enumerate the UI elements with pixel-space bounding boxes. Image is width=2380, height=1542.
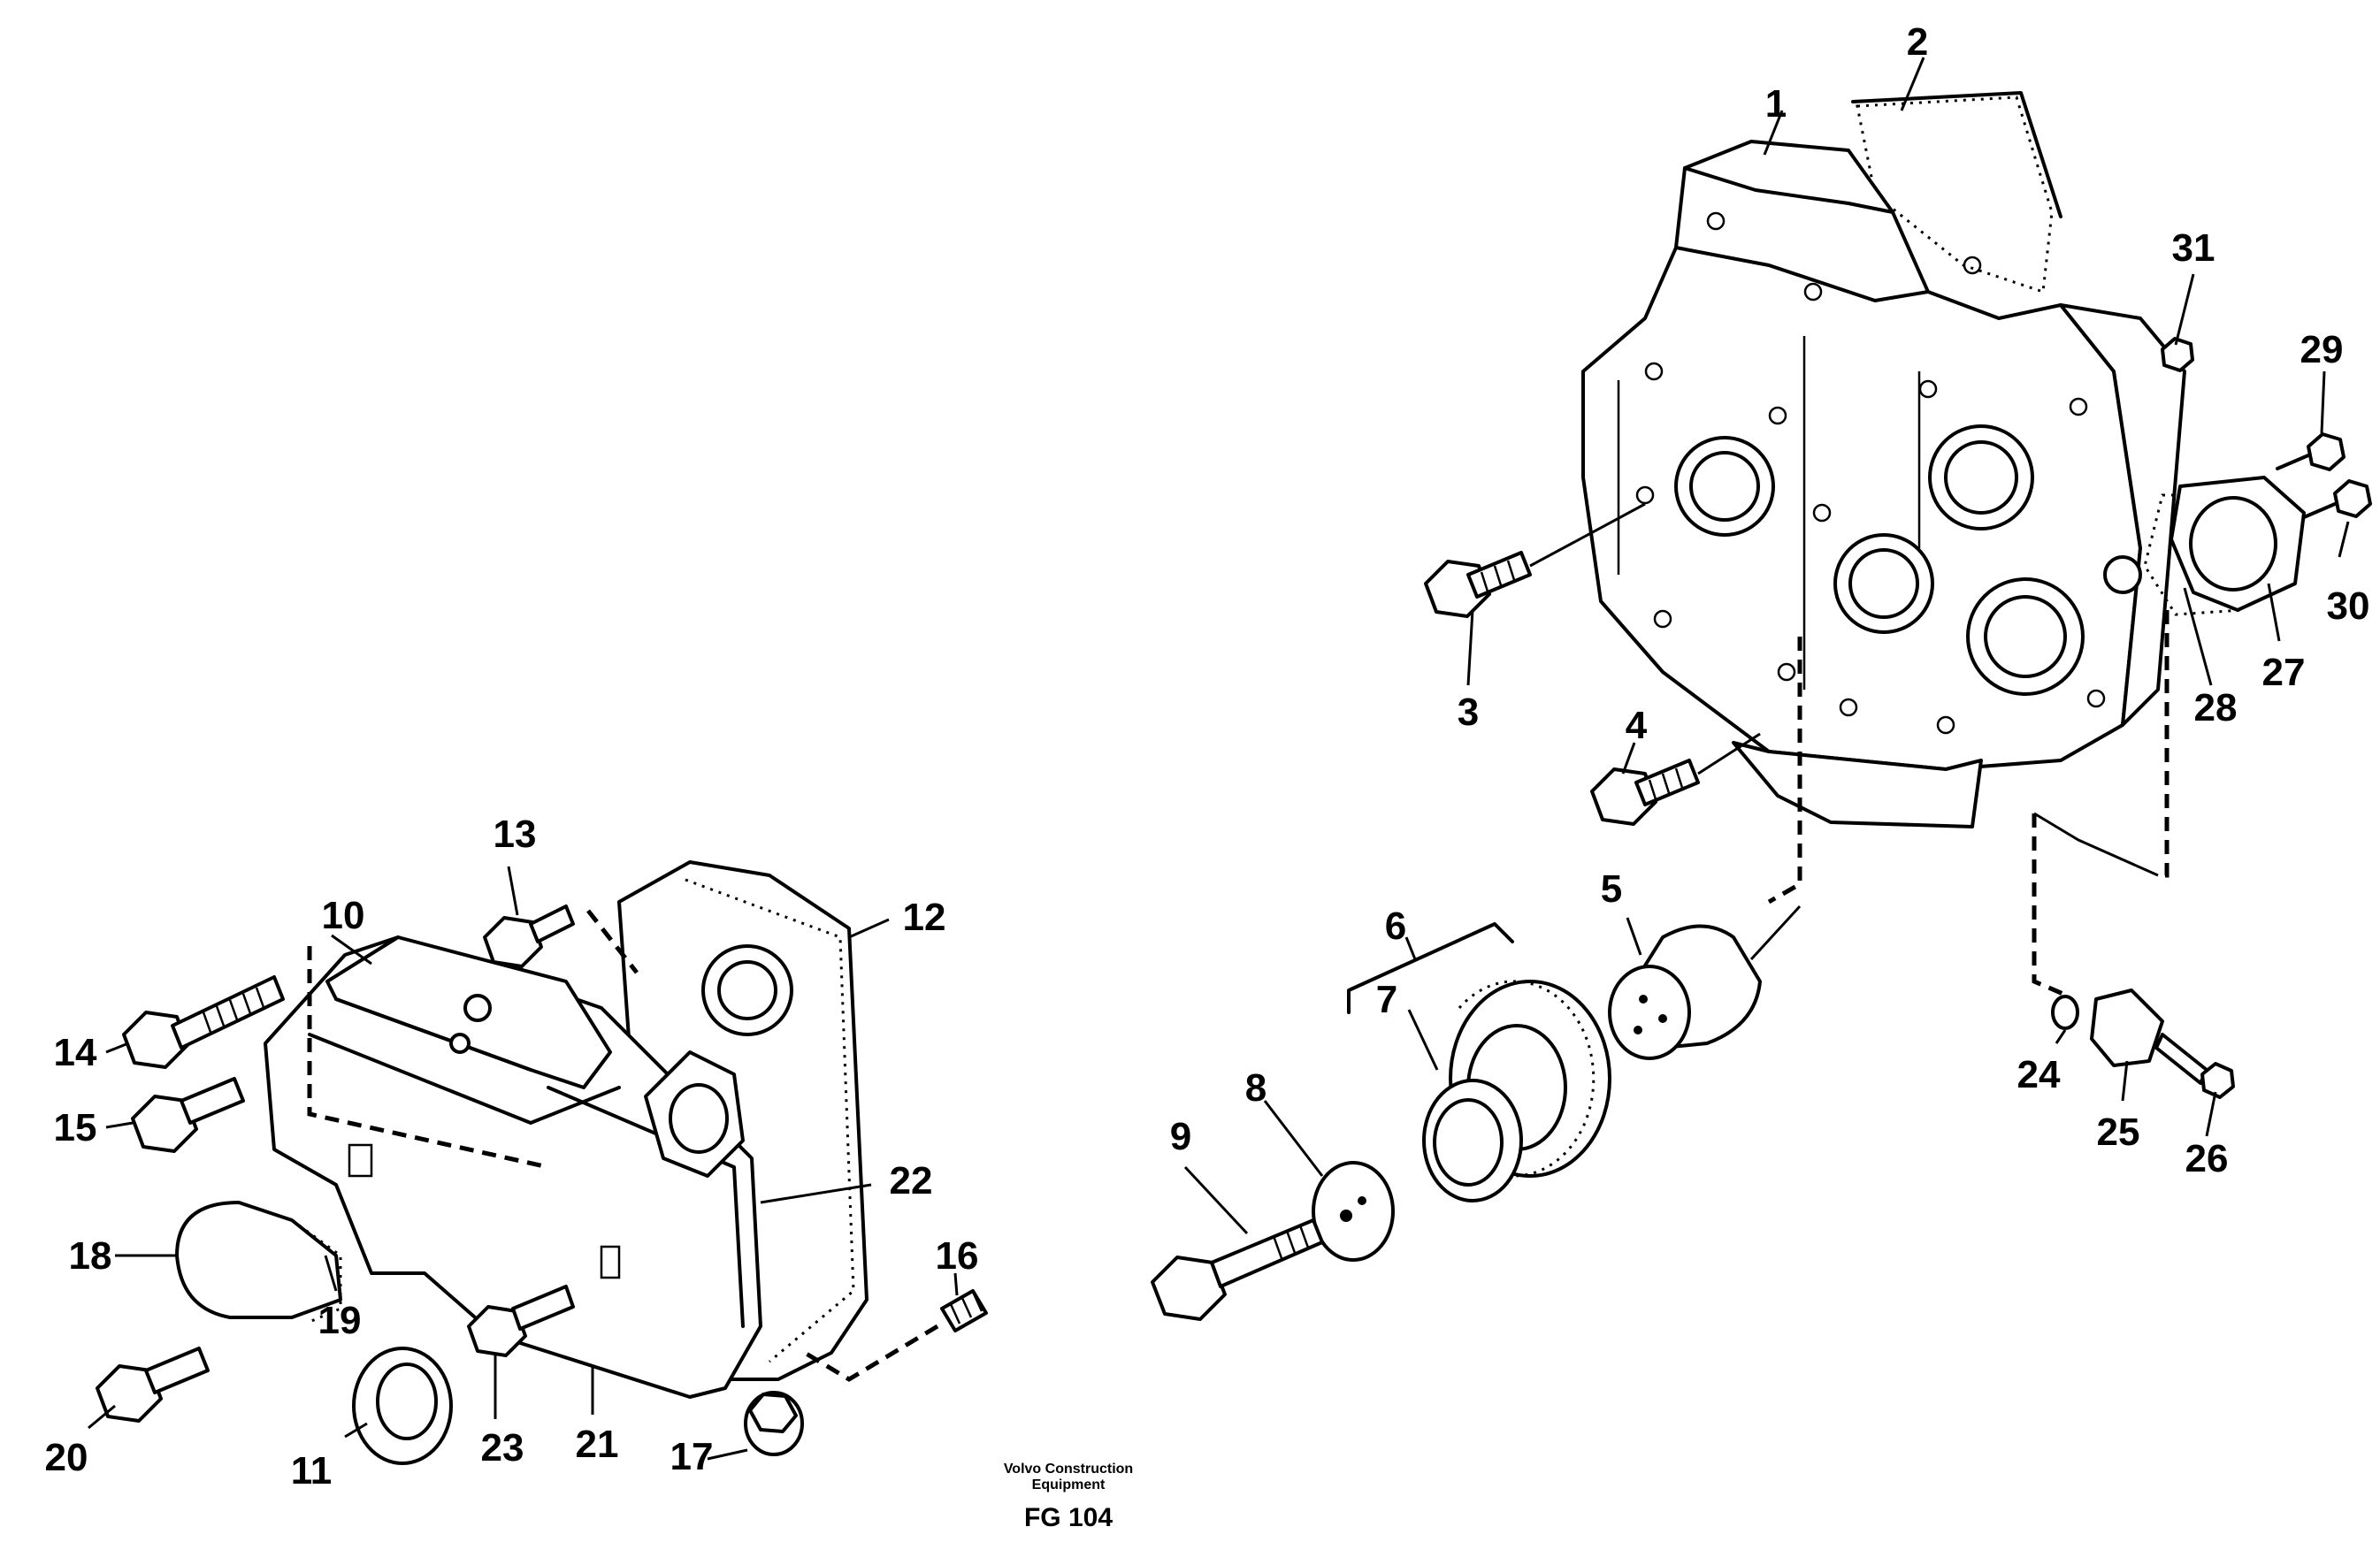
callout-23: 23 xyxy=(481,1426,524,1469)
bolt-23 xyxy=(467,1285,575,1357)
bolt-15 xyxy=(131,1077,245,1153)
gear-bolt-9 xyxy=(1151,1218,1324,1321)
flange-bolt-4 xyxy=(1590,732,1761,826)
figure-code: FG 104 xyxy=(1024,1503,1113,1532)
callout-bracket-6 xyxy=(1347,922,1514,1014)
callout-26: 26 xyxy=(2185,1137,2229,1180)
callout-6: 6 xyxy=(1385,905,1406,948)
leader-lines xyxy=(88,57,2350,1461)
top-cover-10 xyxy=(325,935,612,1089)
callout-14: 14 xyxy=(54,1031,97,1074)
bolt-20 xyxy=(96,1347,210,1423)
plug-parts-24-26 xyxy=(2051,989,2235,1099)
callout-7: 7 xyxy=(1376,978,1397,1021)
callout-28: 28 xyxy=(2194,686,2238,729)
callout-4: 4 xyxy=(1626,704,1648,747)
callout-22: 22 xyxy=(890,1159,933,1202)
callout-5: 5 xyxy=(1601,867,1622,911)
callout-15: 15 xyxy=(54,1106,97,1149)
callout-25: 25 xyxy=(2097,1111,2140,1154)
callout-13: 13 xyxy=(494,813,537,856)
callout-29: 29 xyxy=(2300,328,2344,371)
callout-labels: 1 2 3 4 5 6 7 8 9 10 11 12 13 14 15 16 1… xyxy=(45,20,2370,1492)
callout-1: 1 xyxy=(1765,82,1787,126)
callout-3: 3 xyxy=(1458,691,1479,734)
callout-16: 16 xyxy=(936,1234,979,1278)
callout-2: 2 xyxy=(1907,20,1928,64)
side-cover-and-gasket xyxy=(2143,476,2306,616)
gear-hub-5 xyxy=(1608,905,1802,1060)
nut-17 xyxy=(744,1391,804,1456)
callout-24: 24 xyxy=(2017,1053,2061,1096)
timing-gear-casing xyxy=(1581,91,2186,828)
callout-8: 8 xyxy=(1245,1066,1267,1110)
callout-9: 9 xyxy=(1170,1115,1191,1158)
callout-11: 11 xyxy=(291,1449,333,1492)
bolt-14 xyxy=(122,975,285,1069)
caption-company: Volvo Construction xyxy=(1004,1462,1133,1477)
callout-12: 12 xyxy=(903,896,946,939)
callout-31: 31 xyxy=(2172,226,2215,270)
seal-plate-22 xyxy=(644,1050,745,1178)
callout-27: 27 xyxy=(2262,651,2306,694)
figure-caption: Volvo Construction Equipment FG 104 xyxy=(1004,1462,1133,1532)
bushing-ring-7 xyxy=(1422,1079,1523,1202)
caption-equipment: Equipment xyxy=(1032,1477,1106,1492)
seal-ring-11 xyxy=(352,1347,453,1465)
callout-10: 10 xyxy=(322,894,365,937)
callout-21: 21 xyxy=(576,1423,619,1466)
callout-20: 20 xyxy=(45,1436,88,1479)
small-bolts-right xyxy=(2161,337,2372,519)
cover-cap-18 xyxy=(175,1201,342,1324)
callout-19: 19 xyxy=(318,1299,362,1342)
bolt-13 xyxy=(483,905,575,968)
washer-plate-8 xyxy=(1312,1161,1395,1262)
callout-30: 30 xyxy=(2327,584,2370,628)
callout-17: 17 xyxy=(670,1435,714,1478)
stud-16 xyxy=(803,1289,988,1382)
callout-18: 18 xyxy=(69,1234,112,1278)
flange-bolt-3 xyxy=(1424,502,1646,618)
front-cover-plate-21 xyxy=(264,935,762,1399)
